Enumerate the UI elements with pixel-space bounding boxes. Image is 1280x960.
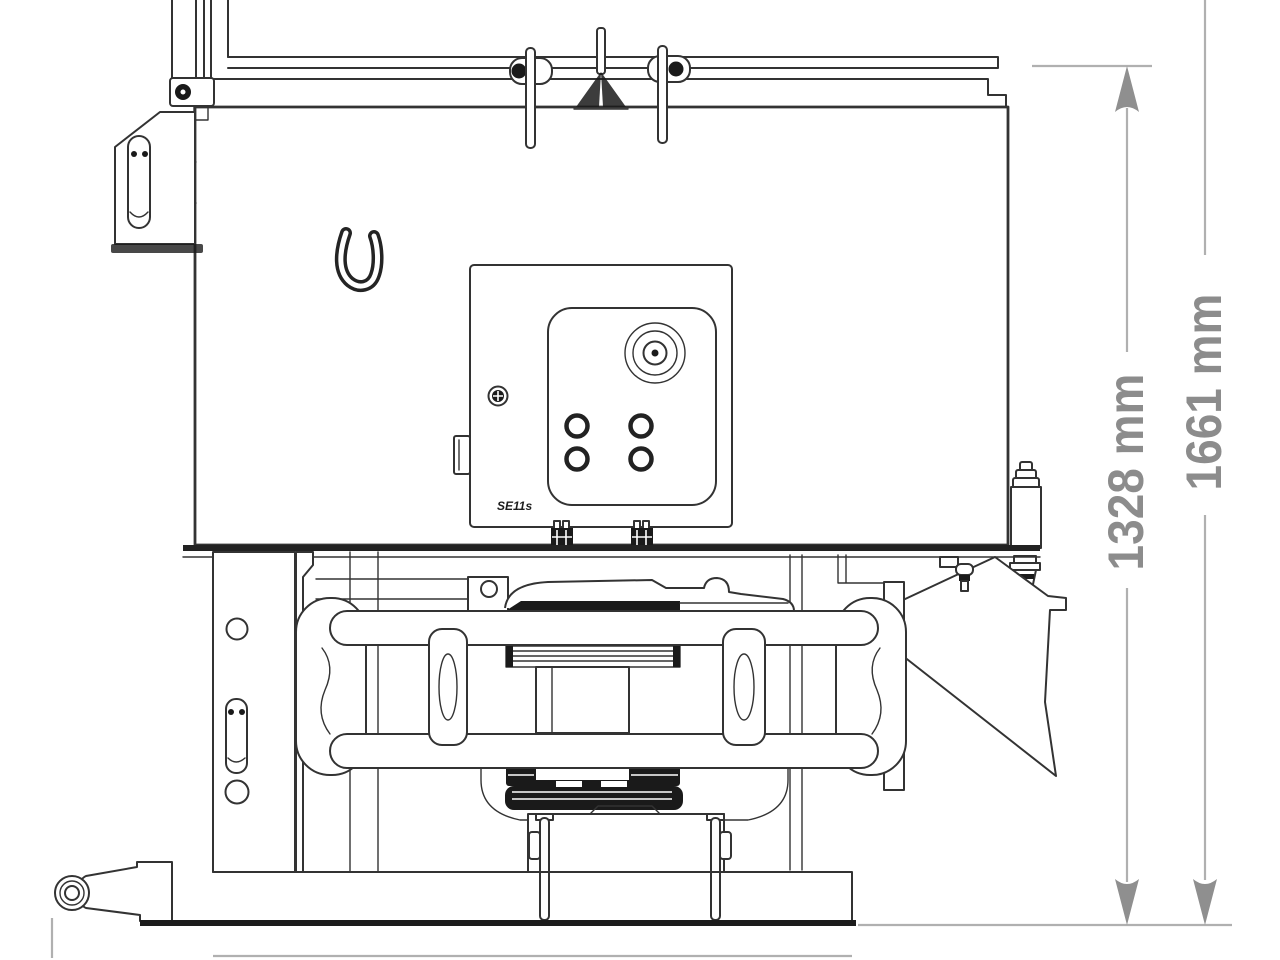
button-2[interactable] — [628, 413, 654, 439]
grease-fitting — [1009, 461, 1042, 590]
control-knob[interactable] — [624, 322, 686, 384]
clamp-pin — [525, 47, 536, 149]
control-panel: SE11s — [453, 264, 733, 547]
arrow-down-icon — [1115, 879, 1139, 925]
panel-screw — [487, 385, 509, 407]
button-1[interactable] — [564, 413, 590, 439]
button-4[interactable] — [628, 446, 654, 472]
housing-flange — [182, 545, 1041, 558]
motor-mount-plate — [467, 576, 509, 612]
arrow-down-icon — [1193, 879, 1217, 925]
left-roller — [428, 628, 468, 746]
guard-tube-top — [329, 610, 879, 646]
dimension-label-outer: 1661 mm — [1177, 294, 1232, 491]
mounting-bracket-left — [111, 111, 203, 253]
control-panel-face — [547, 307, 717, 506]
support-feet — [527, 805, 732, 921]
arrow-up-icon — [1115, 66, 1139, 112]
right-roller — [722, 628, 766, 746]
dimension-annotations: 1328 mm 1661 mm — [858, 0, 1232, 927]
frame-bolt — [955, 563, 974, 592]
dimension-label-inner: 1328 mm — [1099, 374, 1154, 571]
base-frame — [50, 871, 853, 958]
panel-side-tab — [453, 435, 471, 475]
machine-drawing: SE11s — [50, 0, 1067, 958]
dimension-line-1661: 1661 mm — [1177, 0, 1232, 925]
lid-center-bracket — [573, 27, 629, 110]
base-extension-lines — [50, 918, 852, 958]
mast-post — [169, 0, 229, 121]
top-lid-rail — [213, 56, 1007, 108]
motor-terminal-box — [535, 666, 630, 734]
bracket-slot — [127, 135, 151, 229]
model-label: SE11s — [497, 499, 532, 513]
clamp-pin — [657, 45, 668, 144]
fitting-cylinder — [1010, 486, 1042, 549]
foot-pin-right — [706, 813, 732, 921]
control-buttons[interactable] — [564, 413, 654, 472]
discharge-chute — [902, 556, 1067, 777]
lid-clamp-right — [647, 45, 691, 144]
lid-clamp-left — [509, 47, 553, 149]
panel-mount-bolt-left — [551, 520, 573, 547]
button-3[interactable] — [564, 446, 590, 472]
hook-symbol — [334, 227, 384, 292]
motor — [480, 577, 795, 821]
guard-tube-bottom — [329, 733, 879, 769]
panel-mount-bolt-right — [631, 520, 653, 547]
foot-pin-left — [528, 813, 554, 921]
tow-eye — [54, 861, 173, 922]
dimension-line-1328: 1328 mm — [1032, 64, 1154, 925]
foot-plate — [527, 813, 725, 873]
tow-arm — [77, 861, 173, 922]
